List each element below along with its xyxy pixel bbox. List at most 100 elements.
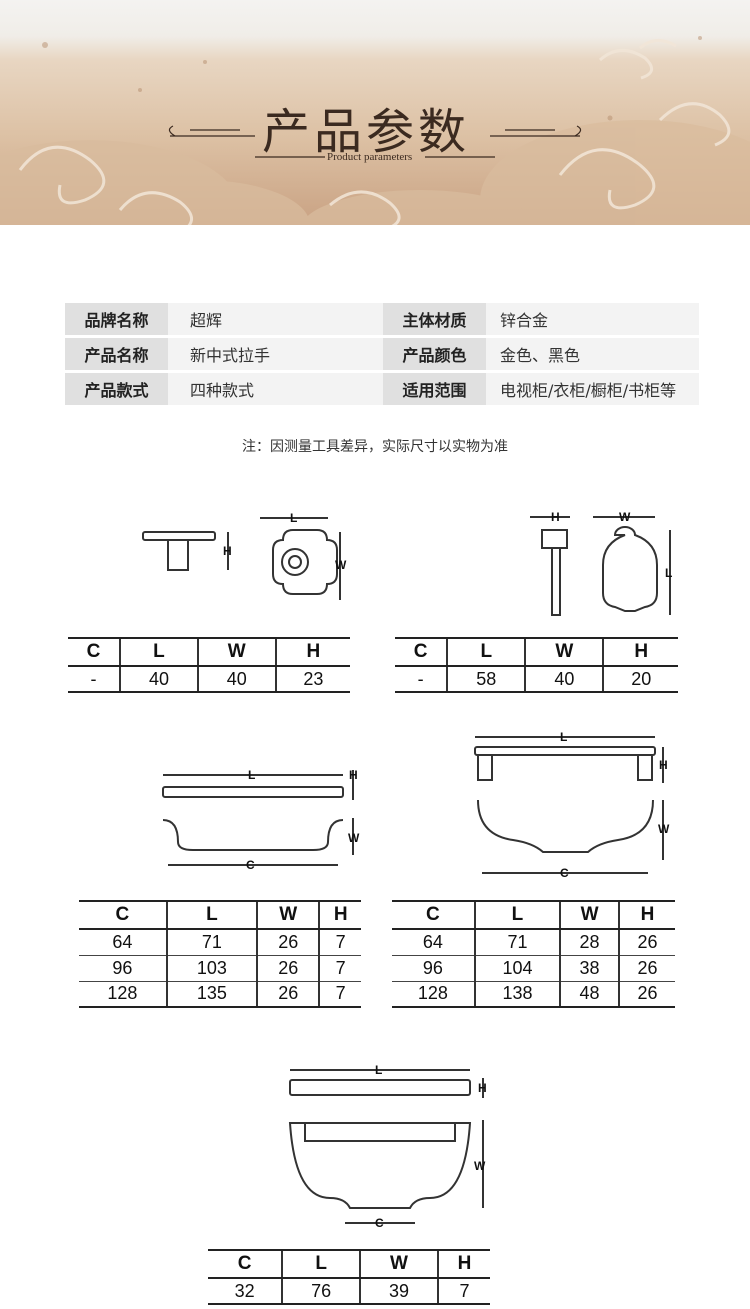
cell-l: 76 bbox=[281, 1278, 361, 1305]
dimension-header-row: C L W H bbox=[79, 900, 361, 930]
cell-h: 26 bbox=[617, 929, 675, 956]
dim-label-l: L bbox=[560, 730, 567, 744]
page-title: 产品参数 bbox=[262, 104, 471, 160]
dim-label-c: C bbox=[375, 1216, 384, 1230]
col-header-w: W bbox=[256, 900, 320, 930]
col-header-w: W bbox=[559, 900, 619, 930]
product-params-table: 品牌名称 超辉 主体材质 锌合金 产品名称 新中式拉手 产品颜色 金色、黑色 产… bbox=[65, 300, 699, 408]
cell-w: 39 bbox=[359, 1278, 438, 1305]
cell-w: 26 bbox=[256, 955, 320, 982]
cell-h: 7 bbox=[436, 1278, 490, 1305]
dim-label-w: W bbox=[348, 831, 360, 845]
dimension-row: - 40 40 23 bbox=[68, 666, 350, 693]
col-header-l: L bbox=[119, 637, 198, 667]
banner: 产品参数 Product parameters bbox=[0, 0, 750, 225]
param-label: 产品名称 bbox=[65, 338, 168, 370]
param-value: 新中式拉手 bbox=[168, 338, 383, 370]
ring-pull-drawing: H W L bbox=[530, 510, 672, 616]
bar-handle-drawing: L H W C bbox=[162, 768, 360, 872]
cell-c: 128 bbox=[392, 981, 475, 1008]
col-header-l: L bbox=[473, 900, 561, 930]
cell-c: 128 bbox=[79, 981, 167, 1008]
dimension-header-row: C L W H bbox=[68, 637, 350, 667]
cell-c: 96 bbox=[392, 955, 475, 982]
cell-w: 38 bbox=[559, 955, 619, 982]
col-header-c: C bbox=[68, 637, 121, 667]
dimension-row: 64 71 28 26 bbox=[392, 929, 675, 956]
cell-h: 7 bbox=[318, 929, 361, 956]
col-header-c: C bbox=[395, 637, 448, 667]
dim-label-h: H bbox=[551, 510, 560, 524]
dim-label-h: H bbox=[223, 544, 232, 558]
cell-w: 40 bbox=[196, 666, 276, 693]
col-header-c: C bbox=[392, 900, 475, 930]
dim-label-l: L bbox=[375, 1063, 382, 1077]
cell-w: 28 bbox=[559, 929, 619, 956]
dimension-table-1: C L W H - 40 40 23 bbox=[68, 637, 350, 693]
col-header-h: H bbox=[602, 637, 678, 667]
cell-l: 71 bbox=[473, 929, 561, 956]
cell-c: 64 bbox=[79, 929, 167, 956]
cell-h: 26 bbox=[617, 981, 675, 1008]
dimension-row: 32 76 39 7 bbox=[208, 1278, 490, 1305]
cloud-decoration bbox=[0, 36, 750, 225]
dim-label-l: L bbox=[248, 768, 255, 782]
dim-label-l: L bbox=[290, 511, 297, 525]
cell-w: 48 bbox=[559, 981, 619, 1008]
dim-label-c: C bbox=[560, 866, 569, 880]
dim-label-w: W bbox=[658, 822, 670, 836]
dim-label-w: W bbox=[474, 1159, 486, 1173]
cell-l: 103 bbox=[165, 955, 258, 982]
cell-l: 71 bbox=[165, 929, 258, 956]
dim-label-w: W bbox=[335, 558, 347, 572]
param-value: 四种款式 bbox=[168, 373, 383, 405]
cell-h: 26 bbox=[617, 955, 675, 982]
cell-w: 26 bbox=[256, 929, 320, 956]
params-row: 产品名称 新中式拉手 产品颜色 金色、黑色 bbox=[65, 338, 699, 370]
cell-c: 64 bbox=[392, 929, 475, 956]
cell-w: 40 bbox=[524, 666, 604, 693]
param-label: 主体材质 bbox=[383, 303, 486, 335]
dim-label-h: H bbox=[659, 758, 668, 772]
measurement-note: 注：因测量工具差异，实际尺寸以实物为准 bbox=[242, 439, 508, 455]
col-header-c: C bbox=[79, 900, 167, 930]
dimension-row: - 58 40 20 bbox=[395, 666, 678, 693]
param-label: 产品款式 bbox=[65, 373, 168, 405]
dimension-row: 96 104 38 26 bbox=[392, 955, 675, 982]
dim-label-c: C bbox=[246, 858, 255, 872]
cell-l: 135 bbox=[165, 981, 258, 1008]
dimension-table-3: C L W H 64 71 26 7 96 103 26 7 128 135 2… bbox=[79, 900, 361, 1008]
col-header-w: W bbox=[196, 637, 276, 667]
param-value: 锌合金 bbox=[486, 303, 699, 335]
dimension-row: 128 135 26 7 bbox=[79, 981, 361, 1008]
dimension-table-4: C L W H 64 71 28 26 96 104 38 26 128 138… bbox=[392, 900, 675, 1008]
col-header-l: L bbox=[281, 1249, 361, 1279]
knob-drawing-1: H L W bbox=[142, 511, 347, 600]
cell-c: - bbox=[68, 666, 121, 693]
cloud-handle-drawing: L H W C bbox=[288, 1063, 487, 1230]
dim-label-h: H bbox=[349, 768, 358, 782]
page-subtitle: Product parameters bbox=[327, 151, 413, 163]
param-label: 产品颜色 bbox=[383, 338, 486, 370]
dimension-header-row: C L W H bbox=[395, 637, 678, 667]
params-row: 品牌名称 超辉 主体材质 锌合金 bbox=[65, 303, 699, 335]
param-value: 电视柜/衣柜/橱柜/书柜等 bbox=[486, 373, 699, 405]
cell-h: 20 bbox=[602, 666, 678, 693]
dimension-row: 96 103 26 7 bbox=[79, 955, 361, 982]
col-header-l: L bbox=[165, 900, 258, 930]
param-label: 品牌名称 bbox=[65, 303, 168, 335]
cell-w: 26 bbox=[256, 981, 320, 1008]
dim-label-w: W bbox=[619, 510, 631, 524]
param-label: 适用范围 bbox=[383, 373, 486, 405]
dimension-table-2: C L W H - 58 40 20 bbox=[395, 637, 678, 693]
col-header-w: W bbox=[524, 637, 604, 667]
col-header-h: H bbox=[274, 637, 350, 667]
col-header-h: H bbox=[617, 900, 675, 930]
col-header-h: H bbox=[318, 900, 361, 930]
params-row: 产品款式 四种款式 适用范围 电视柜/衣柜/橱柜/书柜等 bbox=[65, 373, 699, 405]
cell-h: 7 bbox=[318, 955, 361, 982]
cell-c: 32 bbox=[208, 1278, 283, 1305]
cell-l: 58 bbox=[446, 666, 526, 693]
dimension-row: 128 138 48 26 bbox=[392, 981, 675, 1008]
cell-c: 96 bbox=[79, 955, 167, 982]
